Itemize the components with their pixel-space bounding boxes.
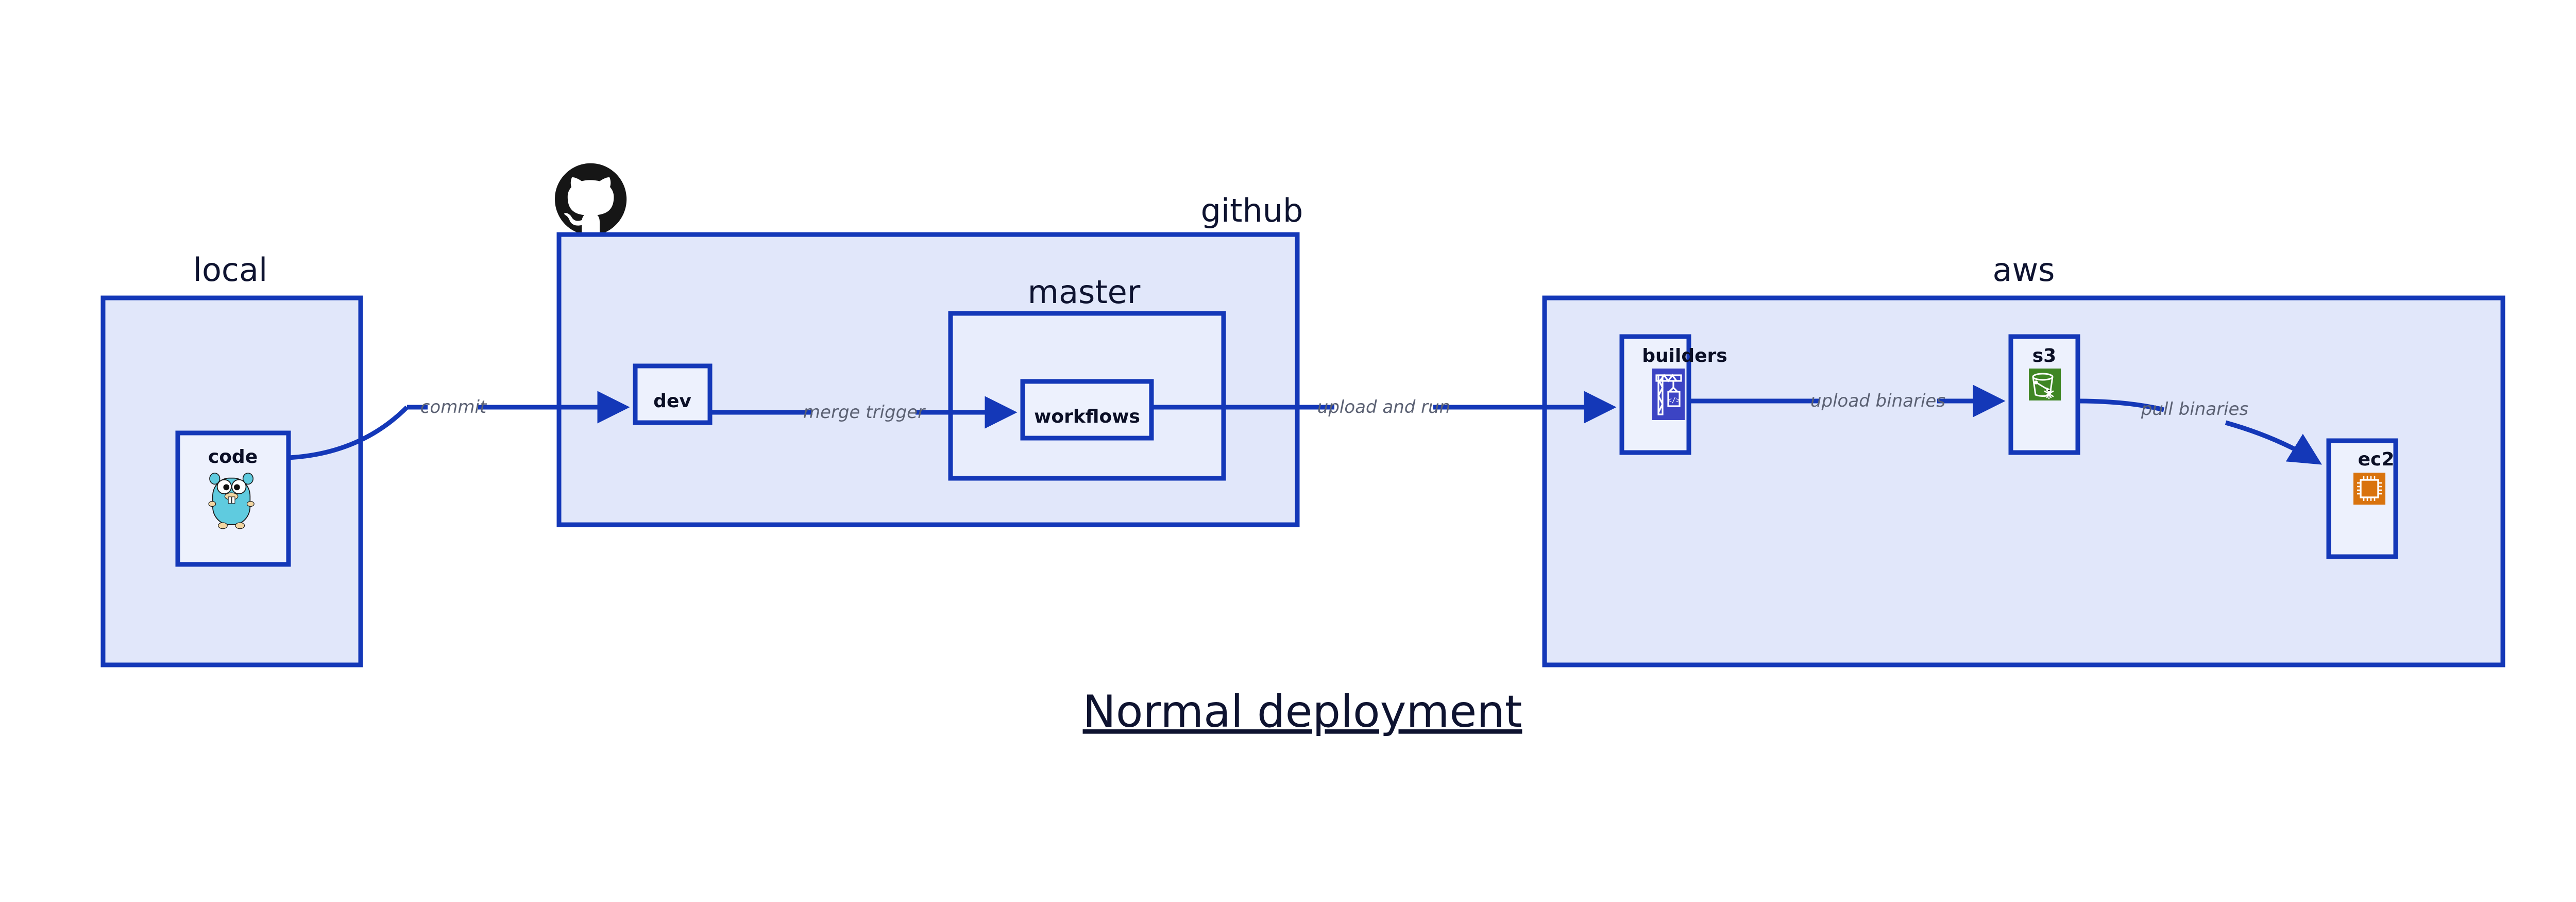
edge-dev-to-workflows: merge trigger [710,396,1018,429]
node-ec2-label: ec2 [2358,449,2395,470]
edge-s3-to-ec2: pull binaries [2077,398,2322,465]
edge-label-pull-binaries: pull binaries [2141,399,2248,420]
edge-label-merge-trigger: merge trigger [803,402,926,423]
aws-s3-glacier-bucket-icon [2029,369,2061,400]
github-octocat-logo [555,163,627,234]
group-github[interactable]: github dev master workflows [555,163,1303,527]
edge-code-to-dev: commit [288,391,630,460]
aws-ec2-chip-icon [2353,473,2385,505]
node-ec2[interactable]: ec2 [2326,438,2398,559]
edge-label-upload-and-run: upload and run [1317,397,1450,417]
edge-label-upload-binaries: upload binaries [1810,391,1945,411]
edge-label-commit: commit [420,397,487,417]
node-code-label: code [208,446,258,467]
node-workflows[interactable]: workflows [1020,379,1154,441]
group-aws[interactable]: aws builders [1542,251,2505,667]
node-s3[interactable]: s3 [2008,334,2080,455]
group-aws-label: aws [1992,251,2055,289]
node-dev-label: dev [653,391,691,412]
edge-workflows-to-builders: upload and run [1151,391,1617,424]
node-workflows-box[interactable] [1020,379,1154,441]
svg-text:</>: </> [1667,396,1680,405]
group-master[interactable]: master workflows [948,273,1226,481]
go-gopher-icon [208,473,255,529]
group-local-label: local [193,251,267,289]
node-builders[interactable]: builders </> [1619,334,1727,455]
group-master-label: master [1028,273,1141,311]
node-builders-label: builders [1642,345,1727,366]
group-local[interactable]: local code [100,251,363,667]
group-github-label: github [1201,192,1303,229]
edge-builders-to-s3: upload binaries [1689,385,2006,417]
node-workflows-label: workflows [1034,406,1140,427]
node-code[interactable]: code [175,430,291,567]
aws-codebuild-crane-icon: </> [1652,369,1685,420]
node-s3-label: s3 [2032,345,2056,366]
node-dev[interactable]: dev [633,363,713,425]
node-dev-box[interactable] [633,363,713,425]
page-title: Normal deployment [1083,686,1522,738]
